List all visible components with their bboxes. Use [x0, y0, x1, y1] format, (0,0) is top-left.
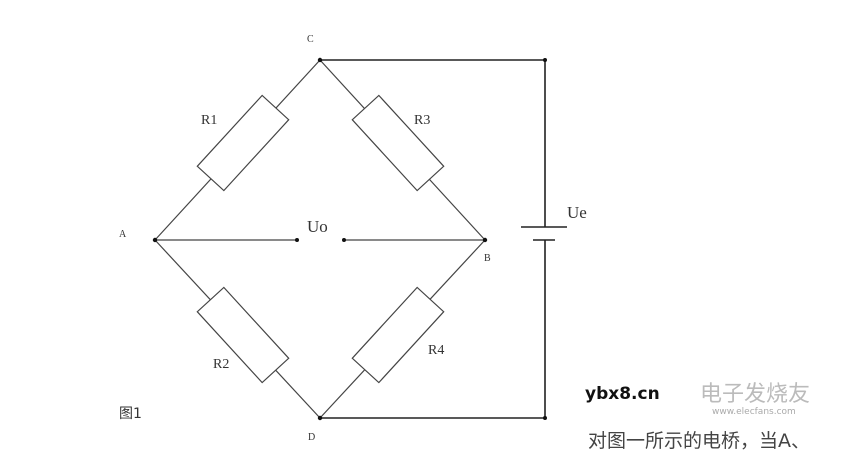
node-label-b: B: [484, 253, 491, 264]
label-r3: R3: [414, 113, 431, 128]
wire-supply-return: [320, 240, 546, 419]
resistor-r1: [196, 94, 290, 192]
node-label-d: D: [308, 432, 316, 443]
corner-top-right: [543, 58, 547, 62]
node-c-dot: [317, 57, 323, 63]
watermark-logo-url: www.elecfans.com: [712, 407, 796, 417]
node-label-a: A: [119, 229, 127, 240]
caption-text: 对图一所示的电桥，当A、: [588, 430, 810, 452]
corner-bottom-right: [543, 416, 547, 420]
figure-label: 图1: [119, 406, 142, 422]
node-b-dot: [482, 237, 488, 243]
wire-supply: [320, 59, 546, 227]
label-r1: R1: [201, 113, 218, 128]
label-r2: R2: [213, 357, 230, 372]
resistor-r2: [196, 286, 290, 384]
uo-terminal-right: [342, 238, 346, 242]
label-r4: R4: [428, 343, 445, 358]
watermark-site: ybx8.cn: [585, 384, 660, 404]
uo-terminal-left: [295, 238, 299, 242]
resistor-r4: [351, 286, 445, 384]
node-d-dot: [317, 415, 323, 421]
node-label-c: C: [307, 34, 314, 45]
resistor-r3: [351, 94, 445, 192]
label-uo: Uo: [307, 217, 328, 236]
label-ue: Ue: [567, 203, 587, 222]
node-a-dot: [152, 237, 158, 243]
watermark-logo: 电子发烧友: [700, 382, 811, 407]
